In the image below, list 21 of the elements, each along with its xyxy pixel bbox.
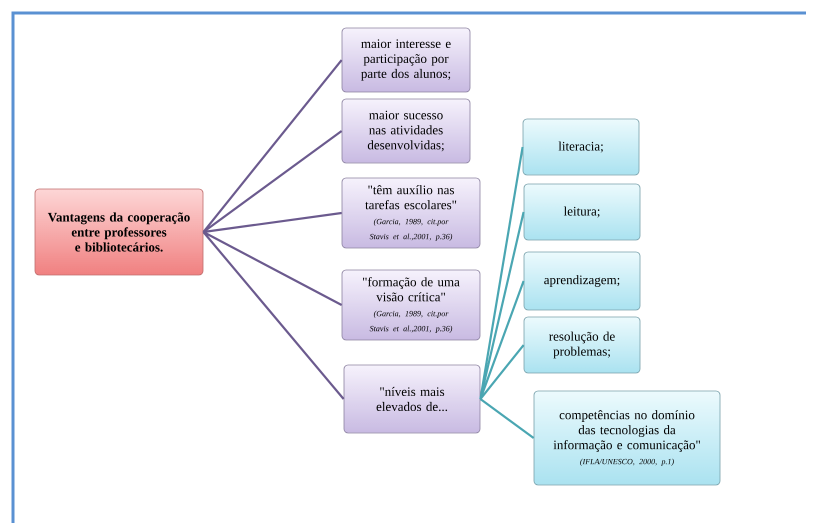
skill-box: leitura; <box>524 184 640 240</box>
connector-line <box>203 212 342 234</box>
connector-line <box>202 130 342 233</box>
connector-line <box>479 146 524 400</box>
topic-box: Vantagens da cooperação entre professores e bibliotecários. <box>34 188 204 276</box>
advantage-box: "têm auxílio nas tarefas escolares" (Garcia, 1989, cit.por Stavis et al.,2001, p.36) <box>342 178 480 248</box>
connector-line <box>480 398 534 439</box>
skill-box: literacia; <box>522 118 640 176</box>
connector-line <box>479 212 525 400</box>
advantage-box: maior interesse e participação por parte dos alunos; <box>342 28 470 92</box>
advantage-box: maior sucesso nas atividades desenvolvidas; <box>342 98 470 164</box>
advantage-box: "formação de uma visão crítica" (Garcia, 1989, cit.por Stavis et al.,2001, p.36) <box>342 270 480 340</box>
connector-line <box>202 231 344 400</box>
connector-line <box>202 59 342 233</box>
connector-line <box>480 344 524 400</box>
skill-box: aprendizagem; <box>524 252 640 310</box>
connector-line <box>202 231 342 306</box>
advantage-box: "níveis mais elevados de... <box>344 364 480 434</box>
skill-box: competências no domínio das tecnologias da informação e comunicação" (IFLA/UNESCO, 2000, p.1) <box>534 390 720 486</box>
connector-line <box>479 280 525 400</box>
skill-box: resolução de problemas; <box>524 316 640 374</box>
